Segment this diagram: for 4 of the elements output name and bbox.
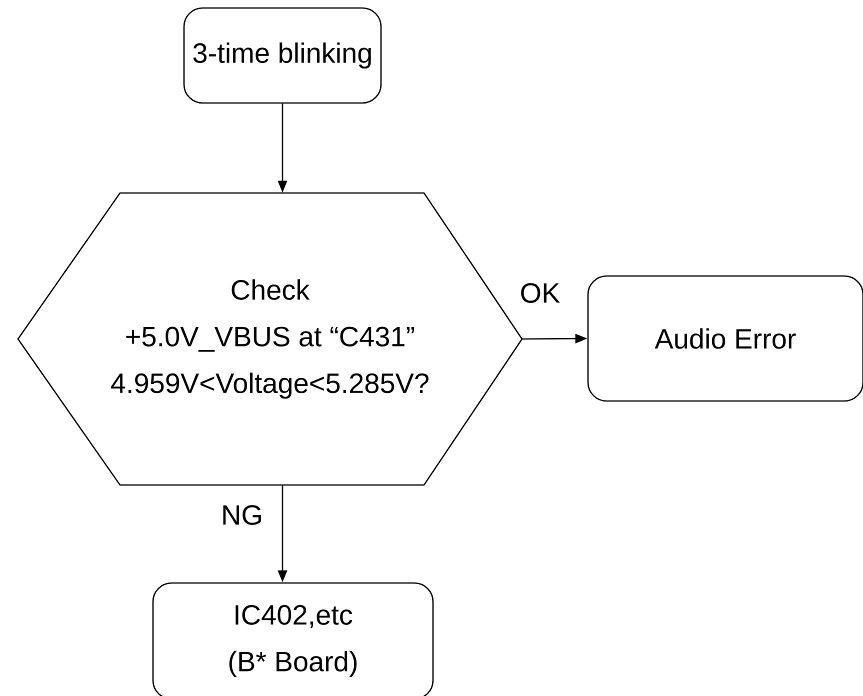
process-box: 3-time blinking <box>183 7 382 104</box>
process-box: Audio Error <box>587 275 863 402</box>
process-box: IC402,etc (B* Board) <box>152 582 434 696</box>
edge-label: NG <box>220 504 264 526</box>
